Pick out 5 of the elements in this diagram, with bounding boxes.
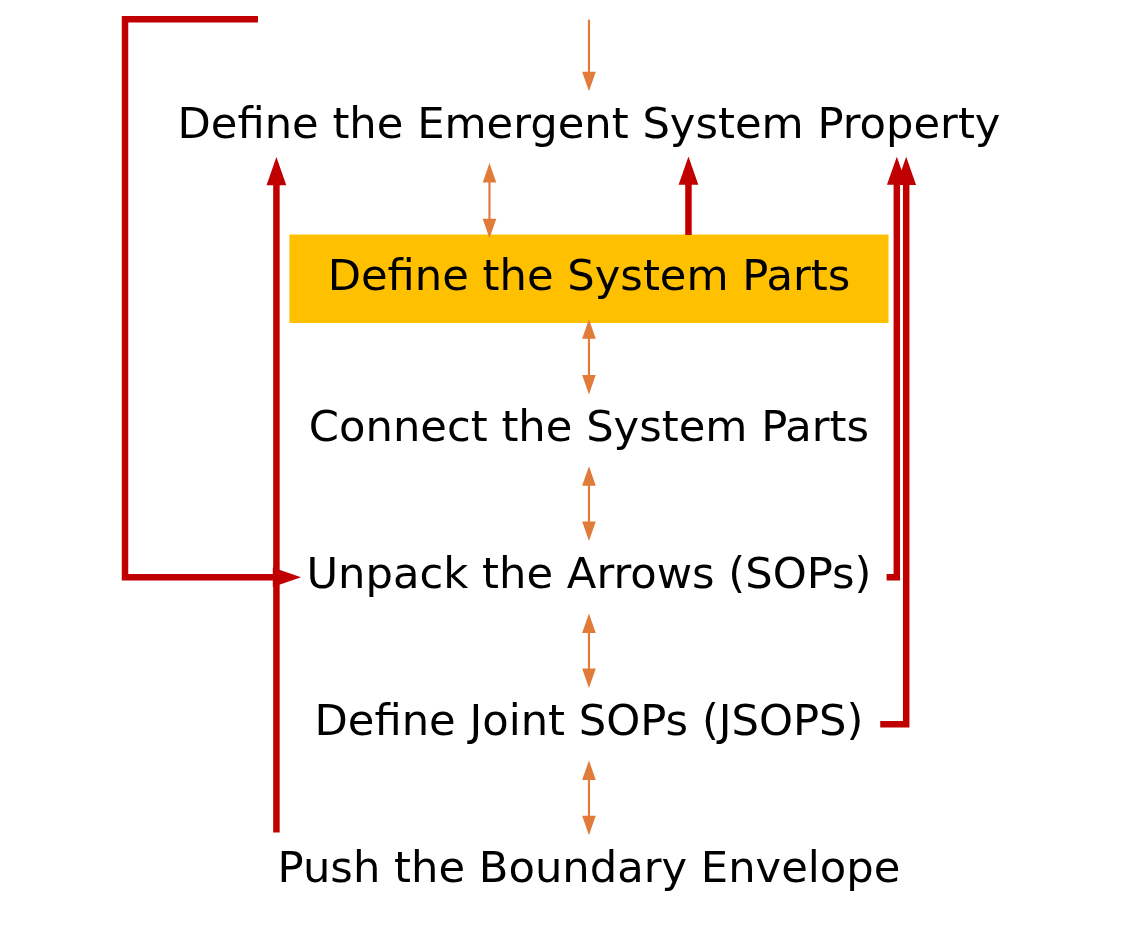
node-text: Connect the System Parts	[308, 400, 869, 451]
node-text: Define the Emergent System Property	[176, 97, 1000, 148]
node-text: Push the Boundary Envelope	[277, 841, 900, 892]
node-text: Define Joint SOPs (JSOPS)	[314, 694, 863, 745]
node-text: Unpack the Arrows (SOPs)	[305, 547, 871, 598]
